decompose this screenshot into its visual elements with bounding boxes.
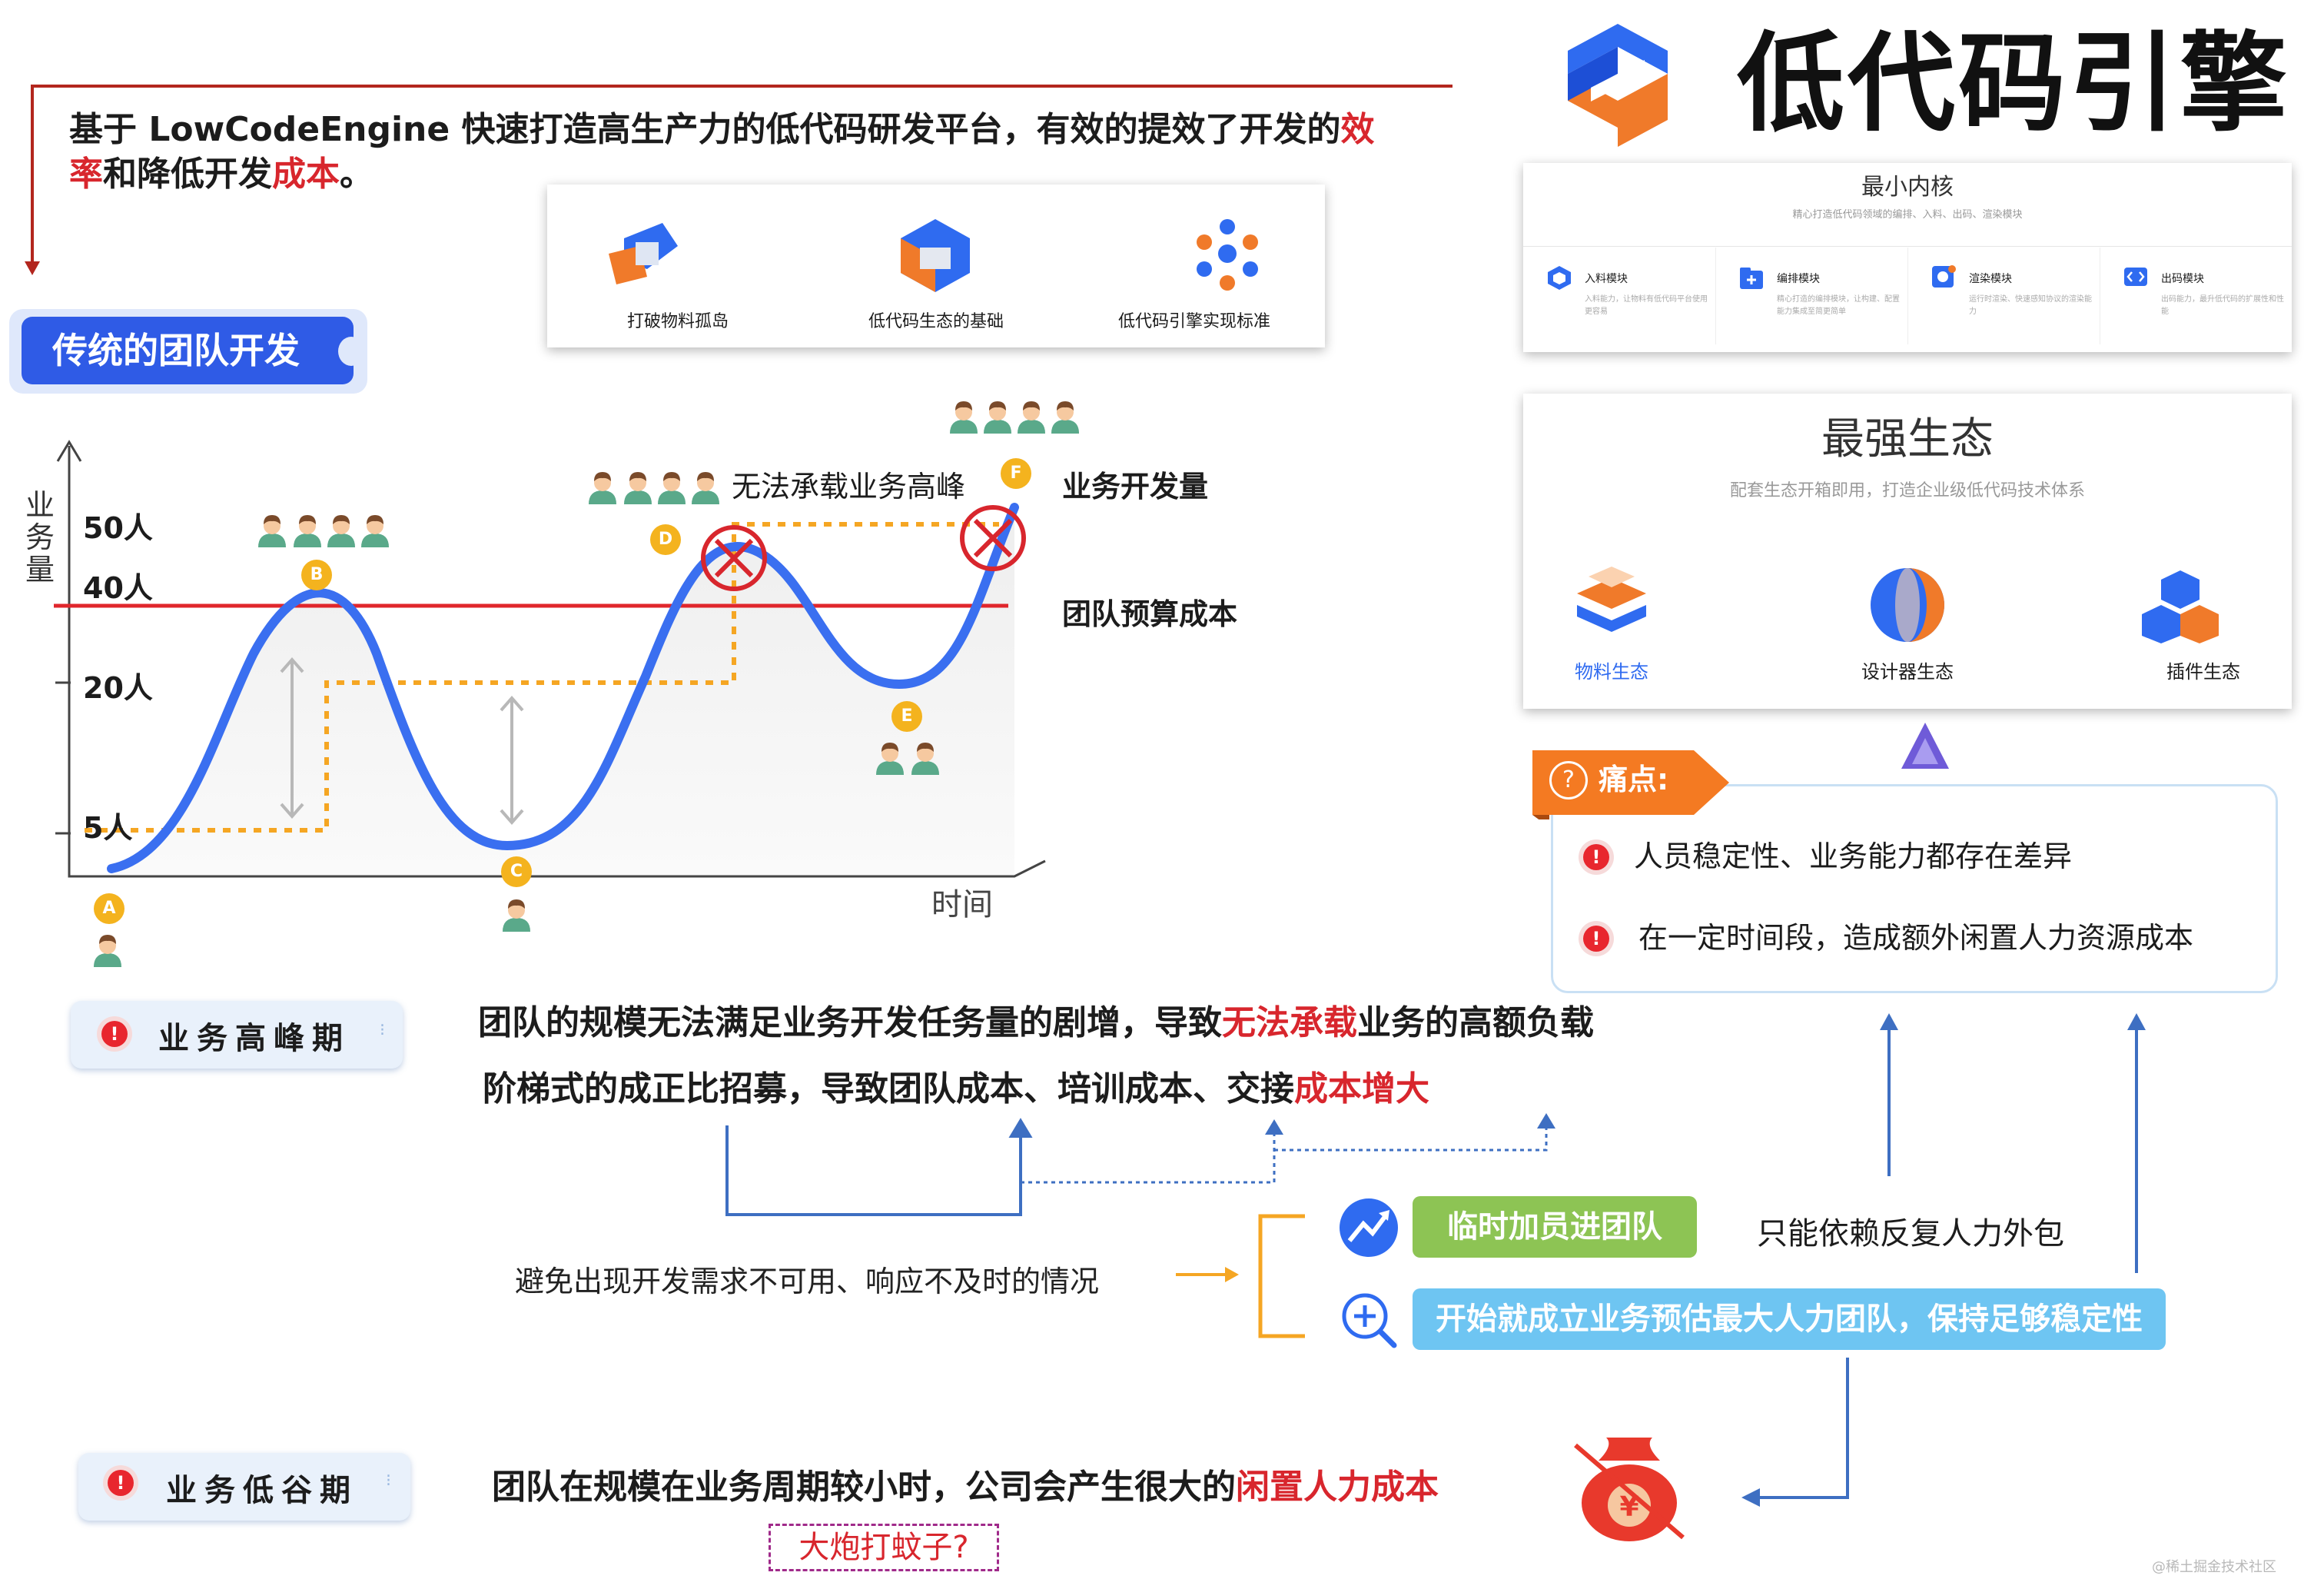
features-card: 打破物料孤岛 低代码生态的基础 低代码引擎实现标准 <box>547 184 1325 347</box>
eco-tab-material[interactable]: 物料生态 <box>1575 661 1648 683</box>
point-label: D <box>650 524 681 555</box>
feature-label: 低代码引擎实现标准 <box>1117 312 1270 331</box>
cube-icon <box>1546 264 1572 291</box>
point-label: E <box>891 701 922 732</box>
y-tick: 5人 <box>83 811 133 845</box>
overload-x-icon <box>701 525 767 591</box>
valley-period-tag <box>78 1453 410 1521</box>
zoom-in-icon <box>1342 1293 1397 1348</box>
feature-label: 低代码生态的基础 <box>868 312 1004 331</box>
chart-axes <box>68 446 1046 878</box>
pain-points-title: 痛点: <box>1599 763 1669 796</box>
kernel-subtitle: 精心打造低代码领域的编排、入料、出码、渲染模块 <box>1792 209 2023 221</box>
material-stack-icon <box>1569 563 1654 647</box>
y-tick: 20人 <box>83 671 153 705</box>
point-label: F <box>1001 458 1031 489</box>
module-cell: 渲染模块 运行时渲染、快速感知协议的渲染能力 <box>1907 248 2100 352</box>
feature-label: 打破物料孤岛 <box>626 312 729 331</box>
team-size-staircase <box>85 522 999 833</box>
budget-line-label: 团队预算成本 <box>1062 597 1238 631</box>
intro-text: 基于 LowCodeEngine 快速打造高生产力的低代码研发平台，有效的提效了… <box>69 110 1375 194</box>
question-icon: ? <box>1549 761 1588 799</box>
valley-note: 大炮打蚊子? <box>769 1524 999 1571</box>
valley-text: 团队在规模在业务周期较小时，公司会产生很大的闲置人力成本 <box>492 1468 1439 1507</box>
demand-label: 业务开发量 <box>1062 470 1209 504</box>
option-temp-staff: 临时加员进团队 <box>1413 1196 1697 1258</box>
y-axis-label: 业务量 <box>25 488 55 587</box>
kernel-title: 最小内核 <box>1861 174 1954 201</box>
peak-period-label: 业务高峰期 <box>158 1021 350 1056</box>
point-label: C <box>501 856 532 887</box>
code-icon <box>2123 264 2149 291</box>
lowcode-logo-icon <box>1568 24 1668 147</box>
eco-tab-plugin[interactable]: 插件生态 <box>2166 661 2240 683</box>
pain-point-item: 人员稳定性、业务能力都存在差异 <box>1634 839 2073 873</box>
engine-standard-icon <box>1185 215 1270 300</box>
material-island-icon <box>593 215 701 300</box>
module-cell: 编排模块 精心打造的编排模块，让构建、配置能力集成至简更简单 <box>1715 248 1907 352</box>
folder-plus-icon <box>1738 264 1765 291</box>
up-triangle-icon <box>1901 723 1949 769</box>
peak-note: 无法承载业务高峰 <box>732 470 966 504</box>
y-tick: 50人 <box>83 511 153 545</box>
module-cell: 出码模块 出码能力，最升低代码的扩展性和性能 <box>2100 248 2292 352</box>
designer-sphere-icon <box>1861 563 1954 647</box>
traditional-tag: 传统的团队开发 <box>22 317 354 384</box>
module-cell: 入料模块 入料能力，让物料有低代码平台使用更容易 <box>1523 248 1715 352</box>
trend-up-icon <box>1340 1198 1398 1257</box>
money-bag-crossed-icon: ¥ <box>1574 1438 1685 1541</box>
alert-icon: ! <box>1583 926 1609 952</box>
team-demand-chart <box>54 440 1046 878</box>
demand-curve <box>107 503 1019 873</box>
ecosystem-subtitle: 配套生态开箱即用，打造企业级低代码技术体系 <box>1729 481 2085 500</box>
alert-icon: ! <box>101 1021 128 1047</box>
alert-icon: ! <box>108 1470 134 1496</box>
plugin-cubes-icon <box>2138 563 2223 647</box>
point-label: A <box>94 893 124 924</box>
option1-note: 只能依赖反复人力外包 <box>1757 1216 2064 1252</box>
kernel-card: 最小内核 精心打造低代码领域的编排、入料、出码、渲染模块 入料模块 入料能力，让… <box>1523 163 2292 352</box>
overload-x-icon <box>960 505 1026 571</box>
ecosystem-base-icon <box>885 215 985 300</box>
avoid-text: 避免出现开发需求不可用、响应不及时的情况 <box>515 1265 1100 1298</box>
render-icon <box>1931 264 1957 291</box>
option-max-team: 开始就成立业务预估最大人力团队，保持足够稳定性 <box>1413 1288 2166 1350</box>
pain-points-box <box>1551 784 2278 993</box>
ecosystem-title: 最强生态 <box>1821 414 1994 464</box>
intro-bracket <box>25 85 1452 275</box>
eco-tab-designer[interactable]: 设计器生态 <box>1861 661 1954 683</box>
peak-line-1: 团队的规模无法满足业务开发任务量的剧增，导致无法承载业务的高额负载 <box>478 1003 1594 1042</box>
watermark: @稀土掘金技术社区 <box>2152 1559 2276 1575</box>
logo-title: 低代码引擎 <box>1737 22 2291 147</box>
alert-icon: ! <box>1583 844 1609 870</box>
y-tick: 40人 <box>83 571 153 605</box>
point-label: B <box>301 560 332 590</box>
valley-period-label: 业务低谷期 <box>166 1473 358 1508</box>
pain-point-item: 在一定时间段，造成额外闲置人力资源成本 <box>1638 921 2194 955</box>
peak-line-2: 阶梯式的成正比招募，导致团队成本、培训成本、交接成本增大 <box>483 1069 1429 1109</box>
ecosystem-card: 最强生态 配套生态开箱即用，打造企业级低代码技术体系 物料生态 设计器生态 插件… <box>1523 394 2292 709</box>
x-axis-label: 时间 <box>931 887 993 922</box>
